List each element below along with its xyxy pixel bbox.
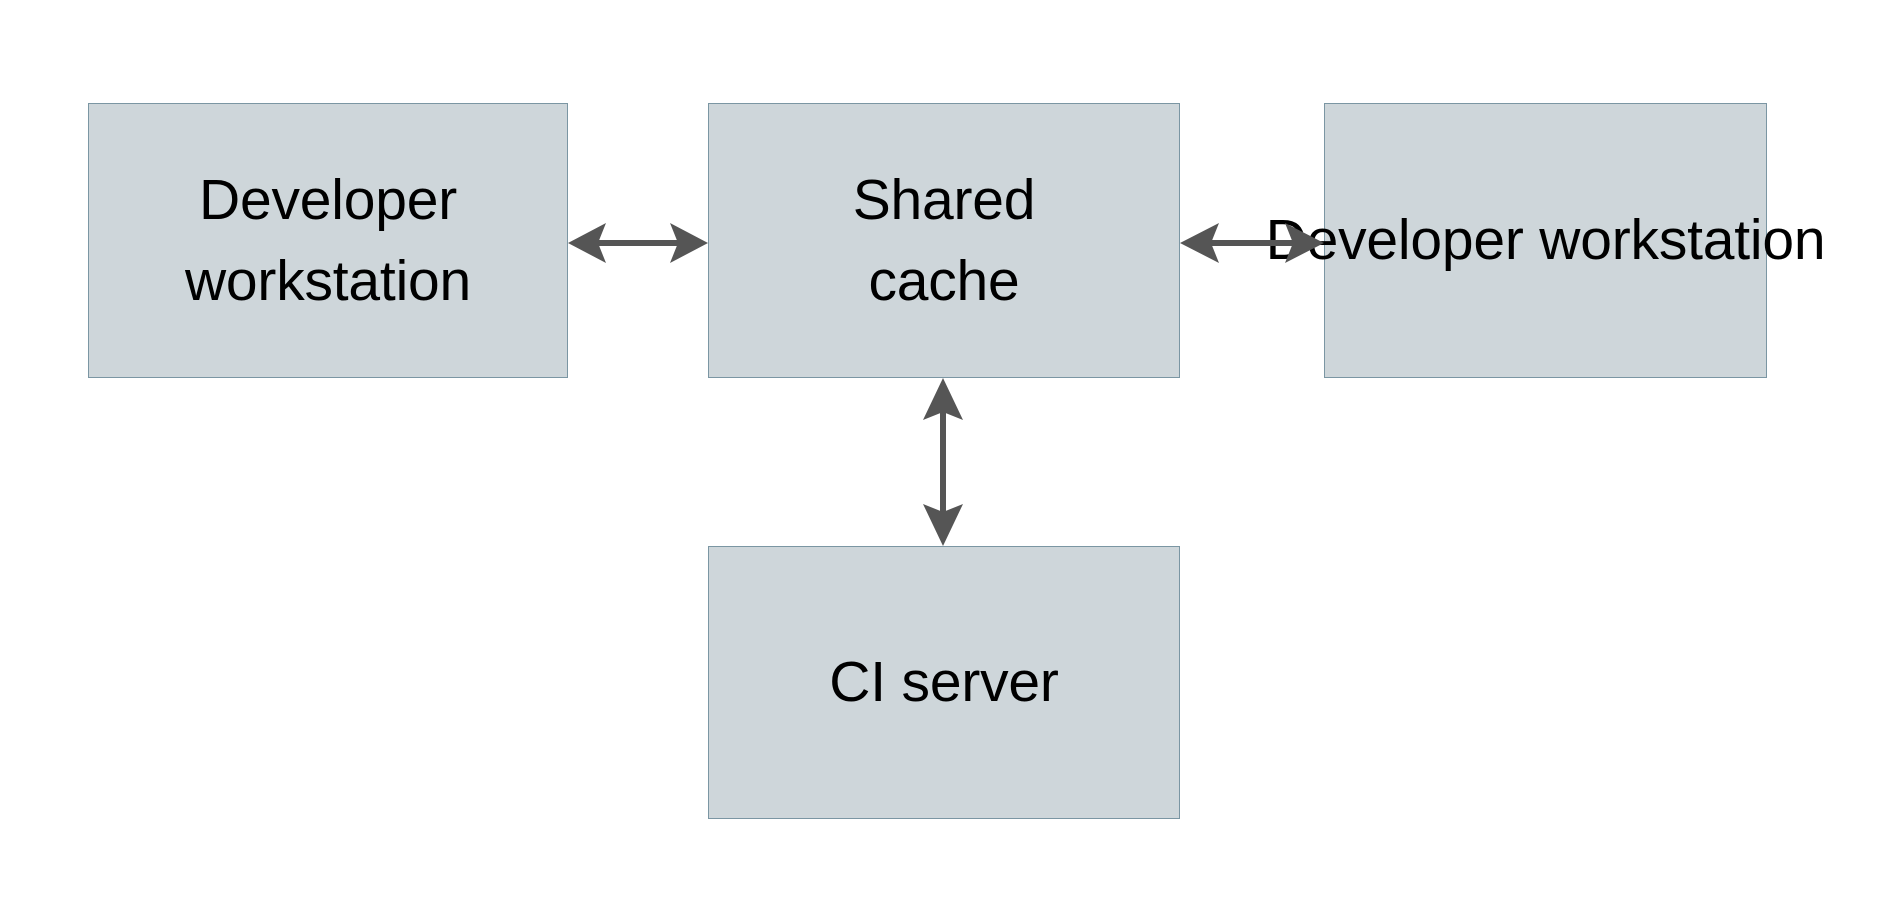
node-label: Developer workstation (1265, 208, 1826, 273)
node-shared-cache[interactable]: Shared cache (708, 103, 1180, 378)
node-label: CI server (829, 650, 1059, 715)
node-label: Developer workstation (184, 167, 472, 313)
node-developer-workstation-right[interactable]: Developer workstation (1266, 103, 1826, 378)
edge-shared-cache-to-ci-server[interactable] (913, 378, 973, 546)
edge-left-workstation-to-shared-cache[interactable] (568, 213, 708, 273)
node-ci-server[interactable]: CI server (708, 546, 1180, 819)
node-developer-workstation-left[interactable]: Developer workstation (88, 103, 568, 378)
node-label: Shared cache (852, 167, 1036, 313)
